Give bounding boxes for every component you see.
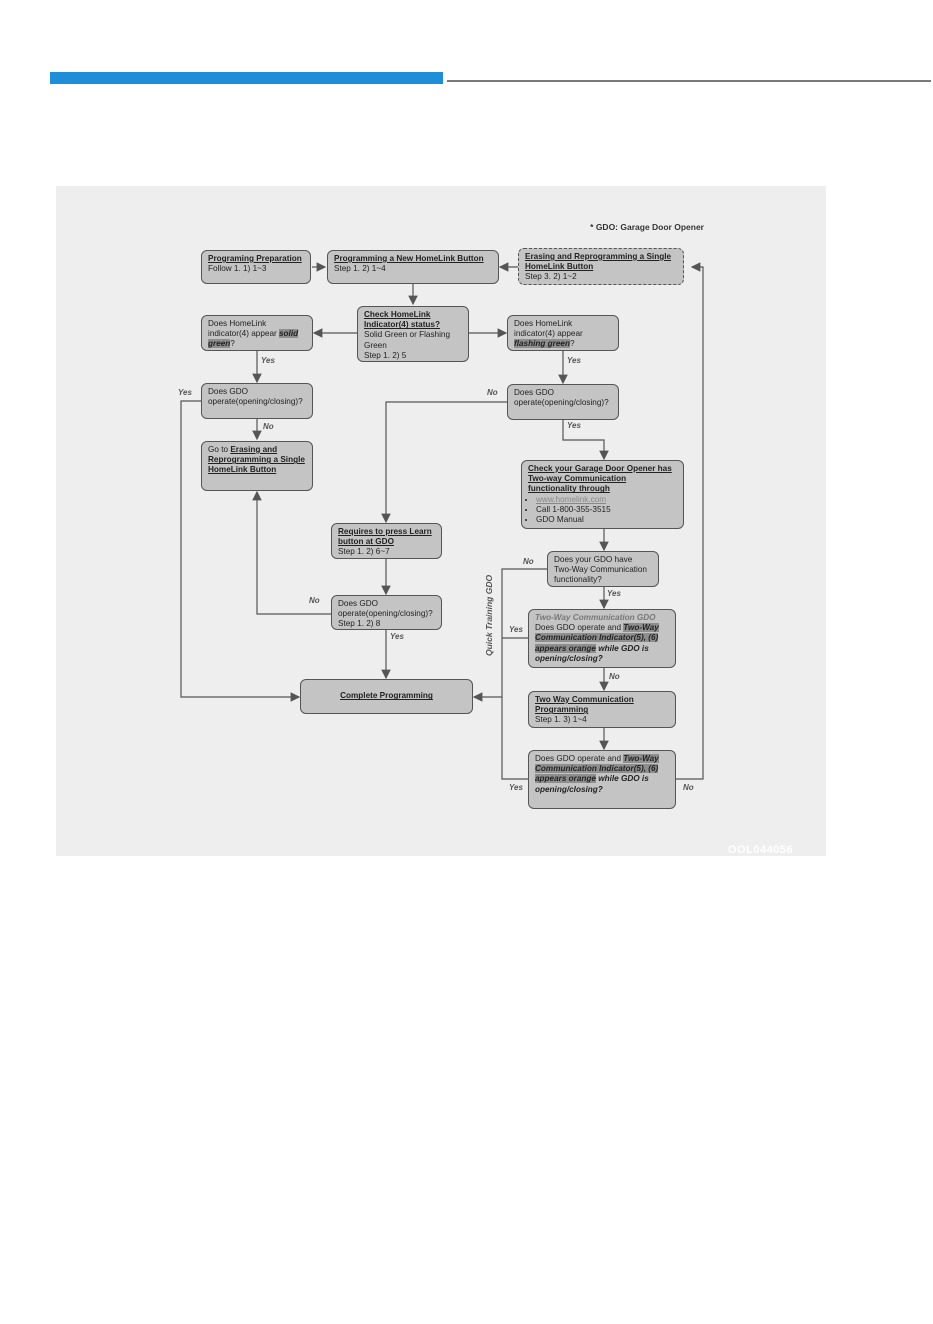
node-title: Requires to press Learn button at GDO [338,527,432,547]
node-text: Does GDO operate and [535,623,624,633]
label-no-left: No [263,422,274,431]
node-text: Does GDO operate(opening/closing)? [514,388,609,408]
node-step: Step 1. 2) 8 [338,619,381,629]
node-text: Go to [208,445,231,454]
label-yes-solid: Yes [261,356,275,365]
node-gdo-operate-middle: Does GDO operate(opening/closing)? Step … [331,595,442,630]
node-text: Does HomeLink indicator(4) appear [514,319,583,339]
flowchart-panel: * GDO: Garage Door Opener Programing Pre… [56,186,826,856]
header-rule [447,80,931,82]
node-text: Does GDO operate and [535,754,624,763]
label-yes-final: Yes [509,783,523,792]
node-check-indicator: Check HomeLink Indicator(4) status? Soli… [357,306,469,362]
node-step: Step 1. 2) 5 [364,350,407,360]
label-no-final: No [683,783,694,792]
node-step: Step 3. 2) 1~2 [525,272,577,282]
node-check-two-way: Check your Garage Door Opener has Two-wa… [521,460,684,529]
label-yes-flash: Yes [567,356,581,365]
label-quick-training: Quick Training GDO [484,574,494,656]
label-yes-right: Yes [567,421,581,430]
node-text: Does your GDO have Two-Way Communication… [554,555,647,585]
node-step: Step 1. 2) 6~7 [338,547,390,557]
node-programing-preparation: Programing Preparation Follow 1. 1) 1~3 [201,250,311,284]
edge-finalq-erase [676,262,704,780]
node-step: Step 1. 3) 1~4 [535,715,587,725]
gdo-footnote: * GDO: Garage Door Opener [590,222,704,232]
node-title: Check HomeLink Indicator(4) status? [364,310,440,330]
node-flashing-green-question: Does HomeLink indicator(4) appear flashi… [507,315,619,351]
edge-gdoright-learn [381,401,507,524]
label-yes-have-two: Yes [607,589,621,598]
node-two-way-programming: Two Way Communication Programming Step 1… [528,691,676,728]
node-complete-programming: Complete Programming [300,679,473,714]
node-title: Programming a New HomeLink Button [334,254,484,263]
node-title: Programing Preparation [208,254,302,263]
node-have-two-way: Does your GDO have Two-Way Communication… [547,551,659,587]
node-highlight: flashing green [514,339,570,349]
node-text-end: ? [569,339,575,349]
node-gdo-operate-left: Does GDO operate(opening/closing)? [201,383,313,419]
edge-havetwo-complete [472,568,547,702]
label-no-two-way-q: No [609,672,620,681]
label-no-middle: No [309,596,320,605]
node-text: Does HomeLink indicator(4) appear [208,319,279,339]
edge-gdoleft-complete [180,400,301,702]
node-heading: Two-Way Communication GDO [535,613,656,622]
flowchart-connectors [180,262,704,780]
node-title: Complete Programming [340,691,433,701]
node-link: Erasing and Reprogramming a Single HomeL… [208,445,305,475]
node-text: Does GDO operate(opening/closing)? [208,387,303,407]
check-two-item-phone: Call 1-800-355-3515 [536,505,677,515]
node-title: Check your Garage Door Opener has Two-wa… [528,464,672,494]
node-text-end: ? [230,339,235,349]
edge-finalq-yes [501,697,528,780]
label-yes-left: Yes [178,388,192,397]
label-no-right: No [487,388,498,397]
edge-gdoright-checktwo [562,420,609,461]
edge-gdomid-goto [252,490,331,615]
label-yes-two-way-q: Yes [509,625,523,634]
node-programming-new-button: Programming a New HomeLink Button Step 1… [327,250,499,284]
node-text: Solid Green or Flashing Green [364,330,451,350]
node-step: Follow 1. 1) 1~3 [208,264,267,274]
label-yes-middle: Yes [390,632,404,641]
node-text-end: while GDO is opening/closing? [535,774,649,794]
check-two-list: www.homelink.com Call 1-800-355-3515 GDO… [528,495,677,526]
node-solid-green-question: Does HomeLink indicator(4) appear solid … [201,315,313,351]
header-accent-bar [50,72,443,84]
node-step: Step 1. 2) 1~4 [334,264,386,274]
node-final-question: Does GDO operate and Two-Way Communicati… [528,750,676,809]
node-title: Erasing and Reprogramming a Single HomeL… [525,252,672,272]
node-text: Does GDO operate(opening/closing)? [338,599,433,619]
node-two-way-gdo-question: Two-Way Communication GDO Does GDO opera… [528,609,676,668]
node-text-end: while GDO is opening/closing? [535,643,649,663]
node-erasing-reprogramming: Erasing and Reprogramming a Single HomeL… [518,248,684,285]
node-press-learn-button: Requires to press Learn button at GDO St… [331,523,442,559]
label-no-have-two: No [523,557,534,566]
check-two-item-manual: GDO Manual [536,515,677,525]
figure-code: OOL044056 [728,844,794,856]
node-gdo-operate-right: Does GDO operate(opening/closing)? [507,384,619,420]
node-go-to-erasing: Go to Erasing and Reprogramming a Single… [201,441,313,491]
node-title: Two Way Communication Programming [535,695,634,715]
check-two-item-web: www.homelink.com [536,495,677,505]
